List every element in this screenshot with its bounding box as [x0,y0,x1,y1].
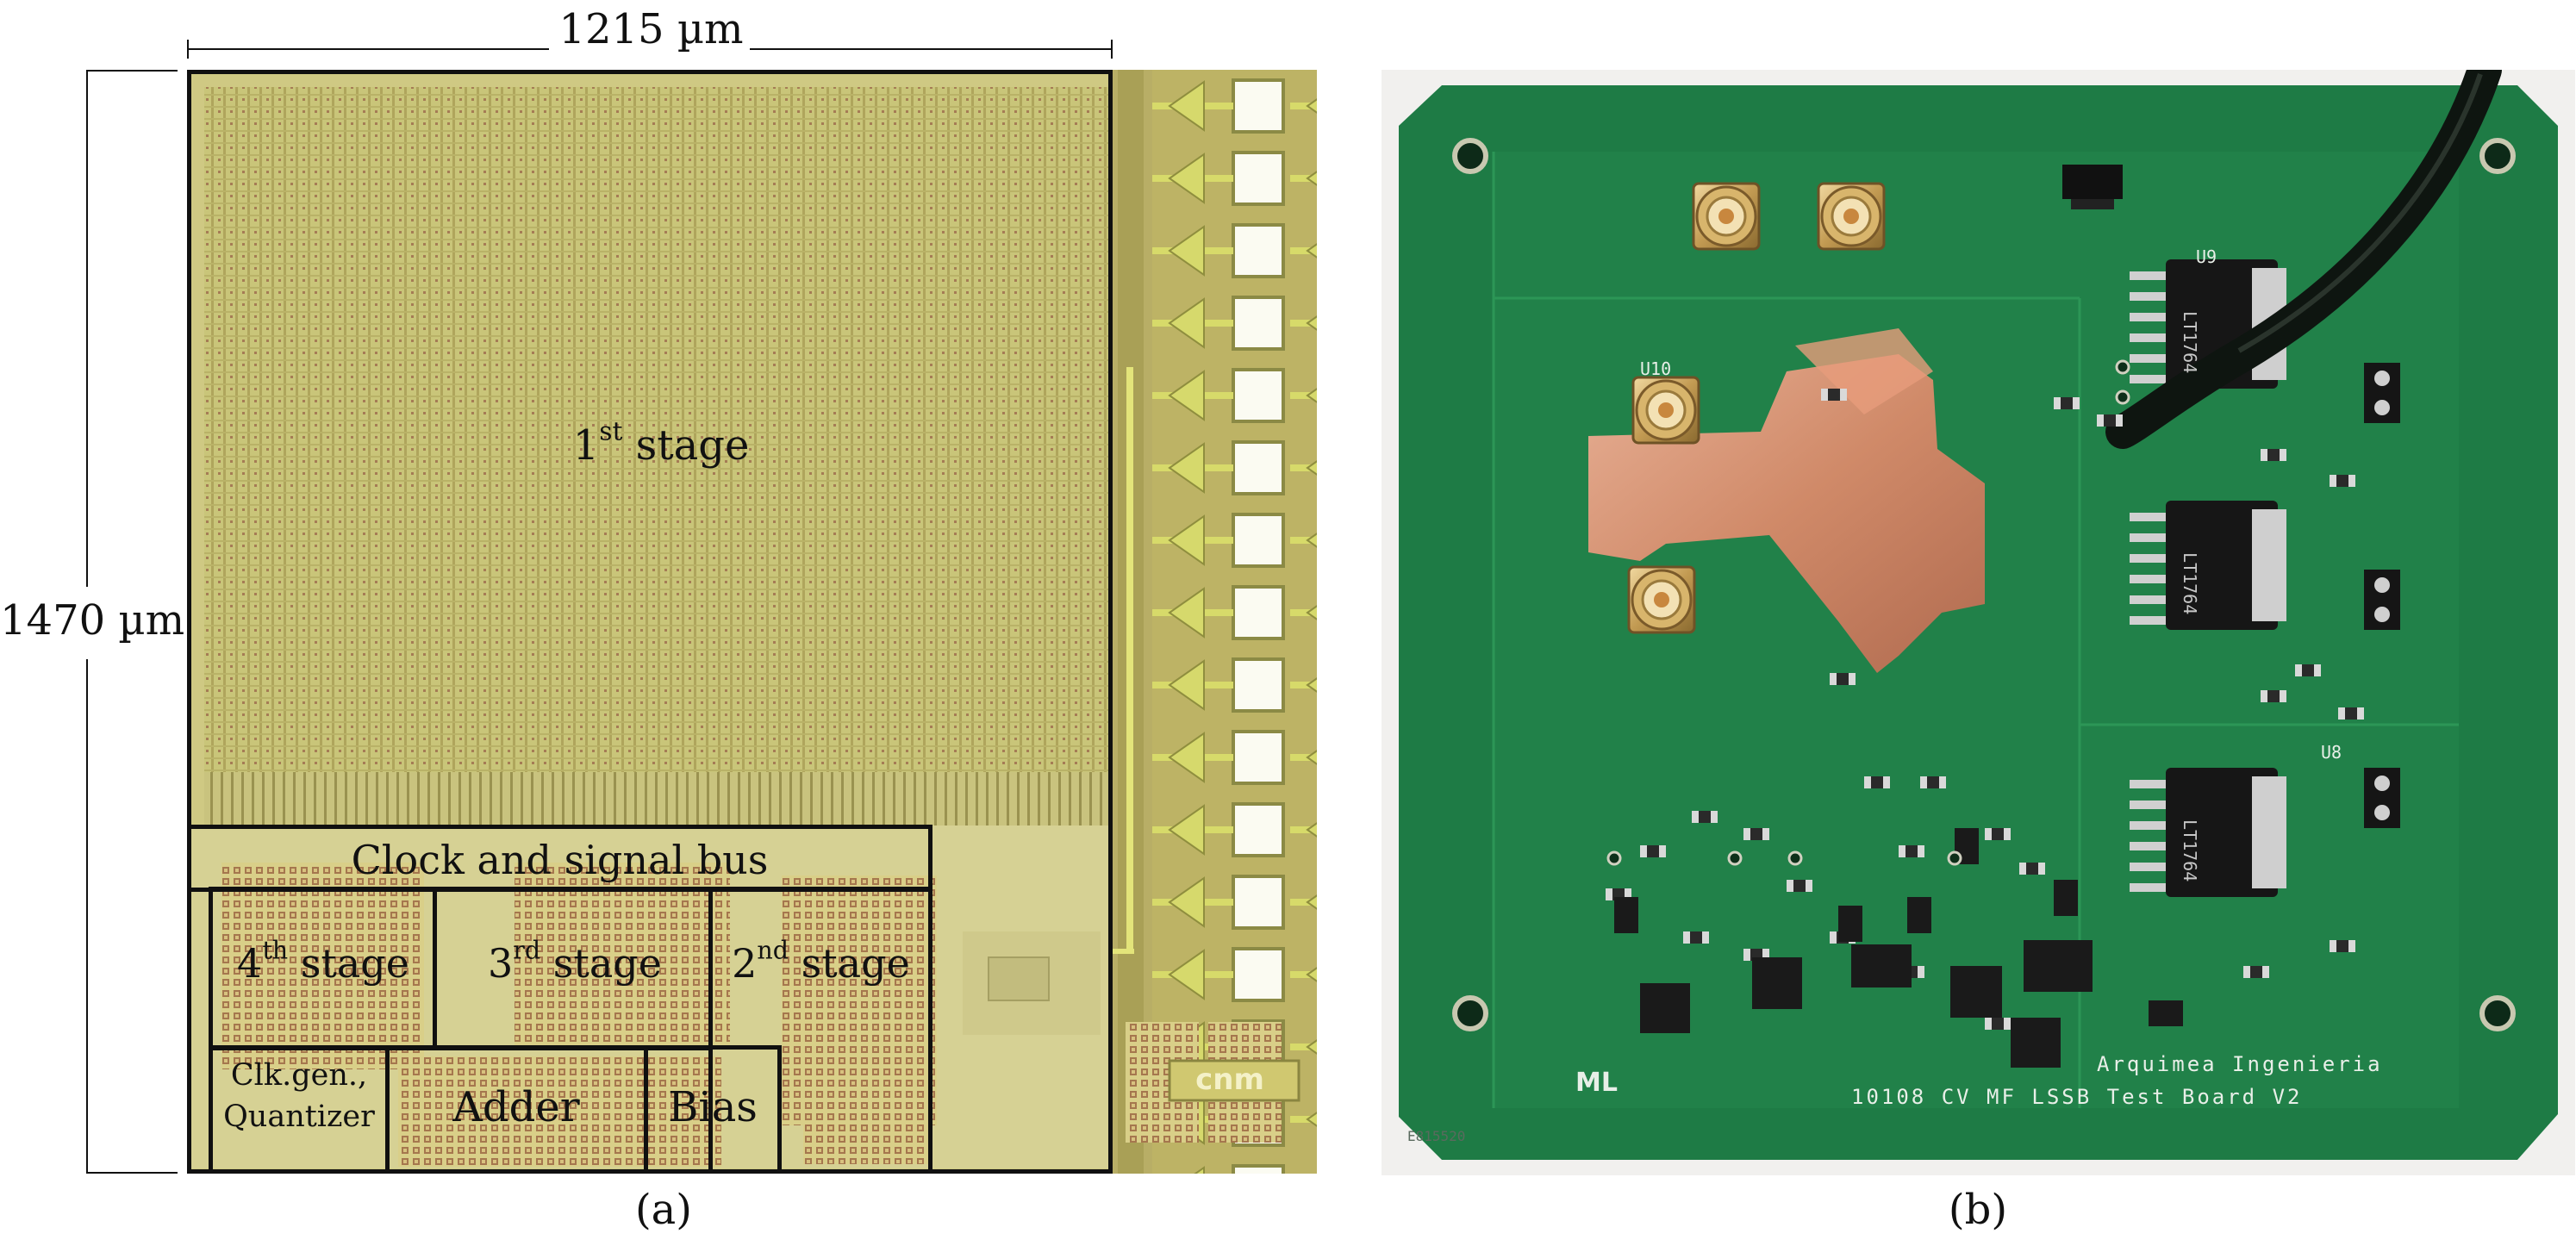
caption-a: (a) [634,1186,693,1234]
u9-label: U9 [2196,246,2217,267]
board-logo: ML [1575,1068,1618,1098]
stage3-label: 3rd stage [488,936,662,987]
reg3-marking: LT1764 [2180,819,2200,882]
width-label: 1215 µm [558,5,744,53]
height-label: 1470 µm [0,596,185,645]
board-id: E815520 [1407,1128,1466,1144]
u8-label: U8 [2321,742,2342,763]
bias-label: Bias [668,1083,758,1131]
stage1-label: 1st stage [572,416,750,470]
chip-micrograph: 1st stage Clock and signal bus 4th stage… [187,70,1317,1174]
stage4-label: 4th stage [237,936,409,987]
pcb-drawing [1382,70,2575,1175]
adder-label: Adder [452,1083,580,1131]
board-text-title: 10108 CV MF LSSB Test Board V2 [1851,1085,2303,1109]
quantizer-label: Quantizer [223,1100,375,1134]
clkgen-label: Clk.gen., [230,1058,368,1093]
caption-b: (b) [1948,1186,2008,1234]
board-text-company: Arquimea Ingenieria [2097,1052,2383,1076]
stage2-block [708,887,932,1174]
chip-die-drawing [187,70,1317,1174]
bias-block [644,1045,782,1174]
test-board-photo: U9 U8 U10 LT1764 LT1764 LT1764 Arquimea … [1382,70,2575,1175]
stage2-label: 2nd stage [732,936,910,987]
reg1-marking: LT1764 [2180,311,2200,374]
chip-logo: cnm [1195,1062,1264,1097]
reg2-marking: LT1764 [2180,552,2200,615]
u10-label: U10 [1640,358,1672,379]
clock-signal-bus-label: Clock and signal bus [351,837,769,883]
